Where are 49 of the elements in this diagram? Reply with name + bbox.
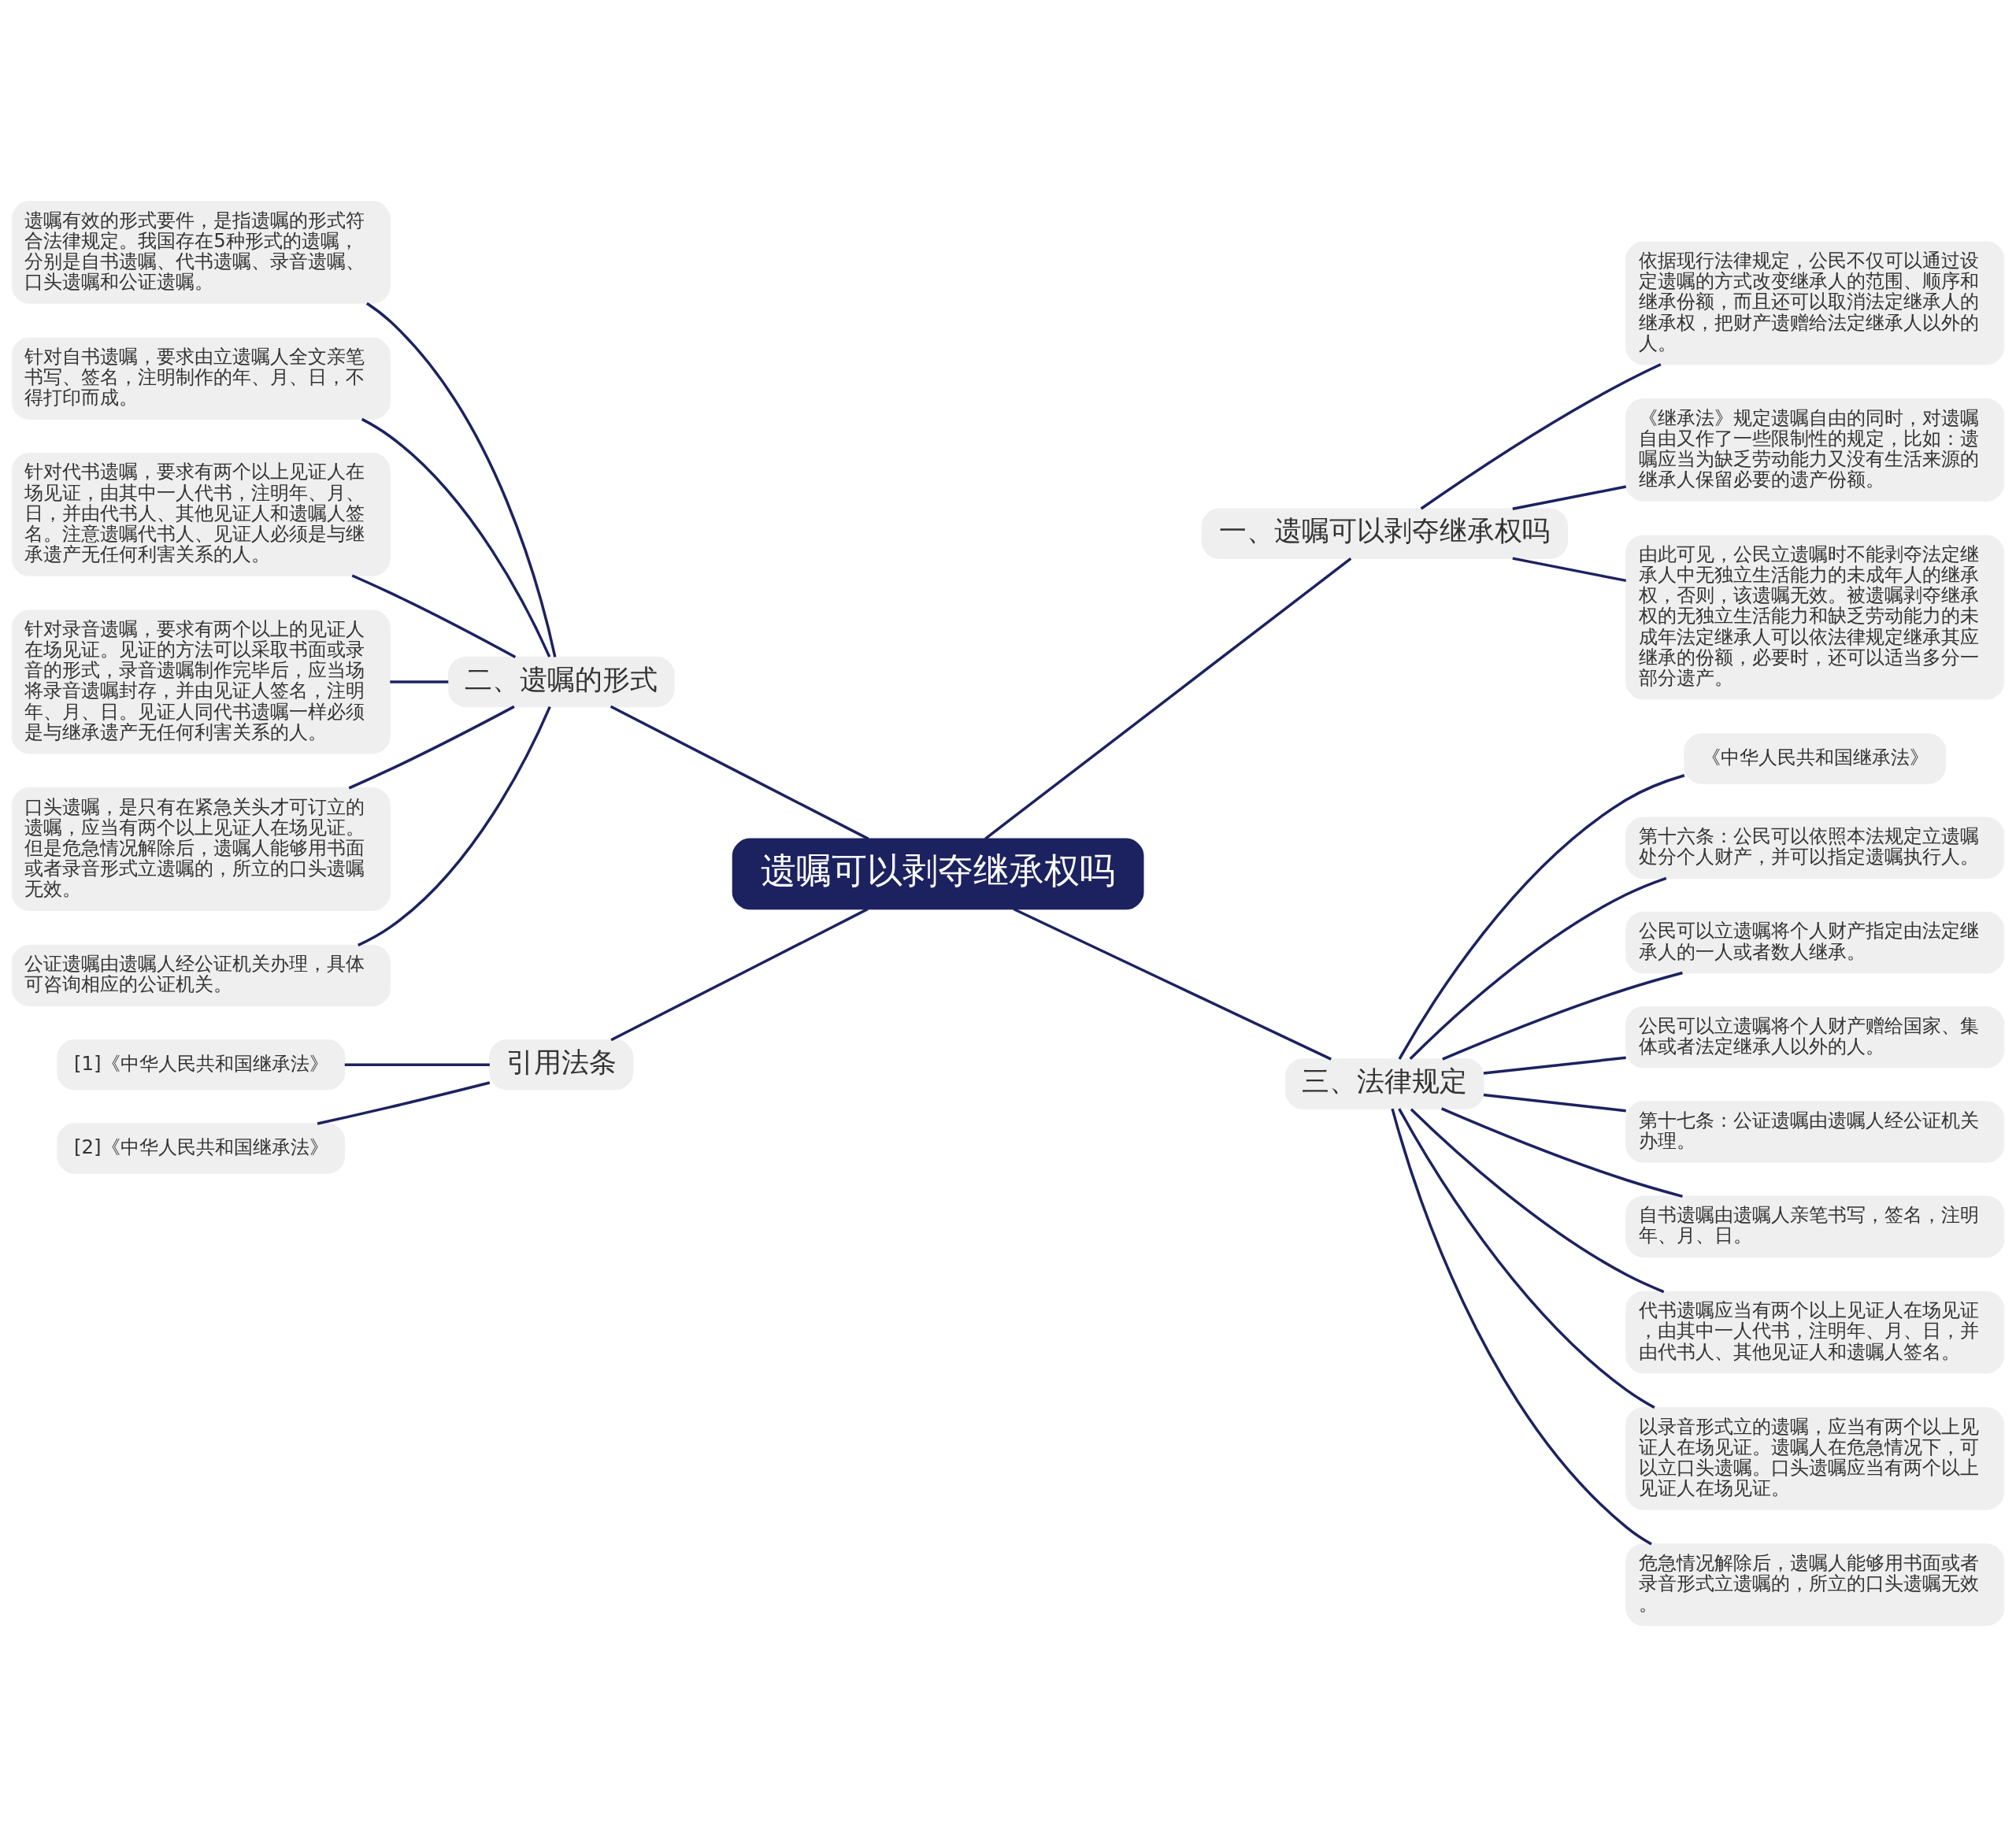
connector	[351, 573, 517, 658]
connector	[1440, 1106, 1683, 1198]
connector	[1512, 484, 1627, 510]
connector	[1483, 1093, 1626, 1112]
node-box: 《继承法》规定遗嘱自由的同时，对遗嘱自由又作了一些限制性的规定，比如：遗嘱应当为缺乏劳动能力又没有生活来源的继承人保留必要的遗产份额。	[1625, 398, 2005, 502]
node-box: 由此可见，公民立遗嘱时不能剥夺法定继承人中无独立生活能力的未成年人的继承权，否则，该遗嘱无效。被遗嘱剥夺继承权的无独立生活能力和缺乏劳动能力的未成年法定继承人可以依法律规定继承其应继承的份额，必要时，还可以适当多分一部分遗产。	[1625, 534, 2005, 700]
connector	[1391, 1108, 1652, 1546]
node-box: 第十六条：公民可以依照本法规定立遗嘱处分个人财产，并可以指定遗嘱执行人。	[1625, 817, 2005, 879]
node-box: 公民可以立遗嘱将个人财产赠给国家、集体或者法定继承人以外的人。	[1625, 1006, 2005, 1068]
connector	[361, 417, 551, 657]
connector	[1420, 362, 1662, 509]
connector	[1442, 971, 1683, 1061]
connector	[344, 1062, 490, 1066]
node-box: 遗嘱有效的形式要件，是指遗嘱的形式符合法律规定。我国存在5种形式的遗嘱，分别是自书遗嘱、代书遗嘱、录音遗嘱、口头遗嘱和公证遗嘱。	[11, 200, 391, 304]
connector	[1398, 773, 1685, 1060]
node-box: 一、遗嘱可以剥夺继承权吗	[1201, 507, 1568, 559]
node-box: [1]《中华人民共和国继承法》	[57, 1039, 346, 1090]
connector	[348, 705, 515, 790]
node-box: 三、法律规定	[1285, 1057, 1484, 1109]
node-box: 遗嘱可以剥夺继承权吗	[732, 838, 1144, 909]
node-box: 危急情况解除后，遗嘱人能够用书面或者录音形式立遗嘱的，所立的口头遗嘱无效。	[1625, 1543, 2005, 1626]
node-box: 依据现行法律规定，公民不仅可以通过设定遗嘱的方式改变继承人的范围、顺序和继承份额，而且还可以取消法定继承人的继承权，把财产遗赠给法定继承人以外的人。	[1625, 241, 2005, 365]
node-box: 口头遗嘱，是只有在紧急关头才可订立的遗嘱，应当有两个以上见证人在场见证。但是危急情况解除后，遗嘱人能够用书面或者录音形式立遗嘱的，所立的口头遗嘱无效。	[11, 787, 391, 911]
connector	[390, 680, 449, 683]
node-box: 针对自书遗嘱，要求由立遗嘱人全文亲笔书写、签名，注明制作的年、月、日，不得打印而成。	[11, 337, 391, 420]
connector	[1512, 556, 1627, 582]
node-box: 引用法条	[489, 1039, 634, 1090]
connector	[984, 557, 1352, 840]
node-box: 针对录音遗嘱，要求有两个以上的见证人在场见证。见证的方法可以采取书面或录音的形式，录音遗嘱制作完毕后，应当场将录音遗嘱封存，并由见证人签名，注明年、月、日。见证人同代书遗嘱一样必须是与继承遗产无任何利害关系的人。	[11, 609, 391, 754]
connector	[1410, 1107, 1665, 1293]
node-box: 针对代书遗嘱，要求有两个以上见证人在场见证，由其中一人代书，注明年、月、日，并由代书人、其他见证人和遗嘱人签名。注意遗嘱代书人、见证人必须是与继承遗产无任何利害关系的人。	[11, 452, 391, 576]
connector	[317, 1080, 491, 1125]
node-box: 以录音形式立的遗嘱，应当有两个以上见证人在场见证。遗嘱人在危急情况下，可以立口头遗嘱。口头遗嘱应当有两个以上见证人在场见证。	[1625, 1406, 2005, 1510]
connector	[1483, 1056, 1626, 1075]
node-box: 代书遗嘱应当有两个以上见证人在场见证，由其中一人代书，注明年、月、日，并由代书人、其他见证人和遗嘱人签名。	[1625, 1291, 2005, 1373]
connector	[1398, 1107, 1655, 1409]
connector	[1409, 876, 1667, 1060]
node-box: 二、遗嘱的形式	[448, 656, 675, 707]
connector	[610, 907, 869, 1041]
connector	[365, 302, 557, 657]
connector	[1013, 907, 1332, 1061]
connector	[610, 705, 869, 840]
connector	[358, 706, 551, 946]
node-box: 公民可以立遗嘱将个人财产指定由法定继承人的一人或者数人继承。	[1625, 911, 2005, 973]
node-box: 《中华人民共和国继承法》	[1684, 732, 1947, 784]
node-box: [2]《中华人民共和国继承法》	[57, 1122, 346, 1174]
node-box: 第十七条：公证遗嘱由遗嘱人经公证机关办理。	[1625, 1100, 2005, 1163]
node-box: 公证遗嘱由遗嘱人经公证机关办理，具体可咨询相应的公证机关。	[11, 944, 391, 1006]
node-box: 自书遗嘱由遗嘱人亲笔书写，签名，注明年、月、日。	[1625, 1195, 2005, 1257]
